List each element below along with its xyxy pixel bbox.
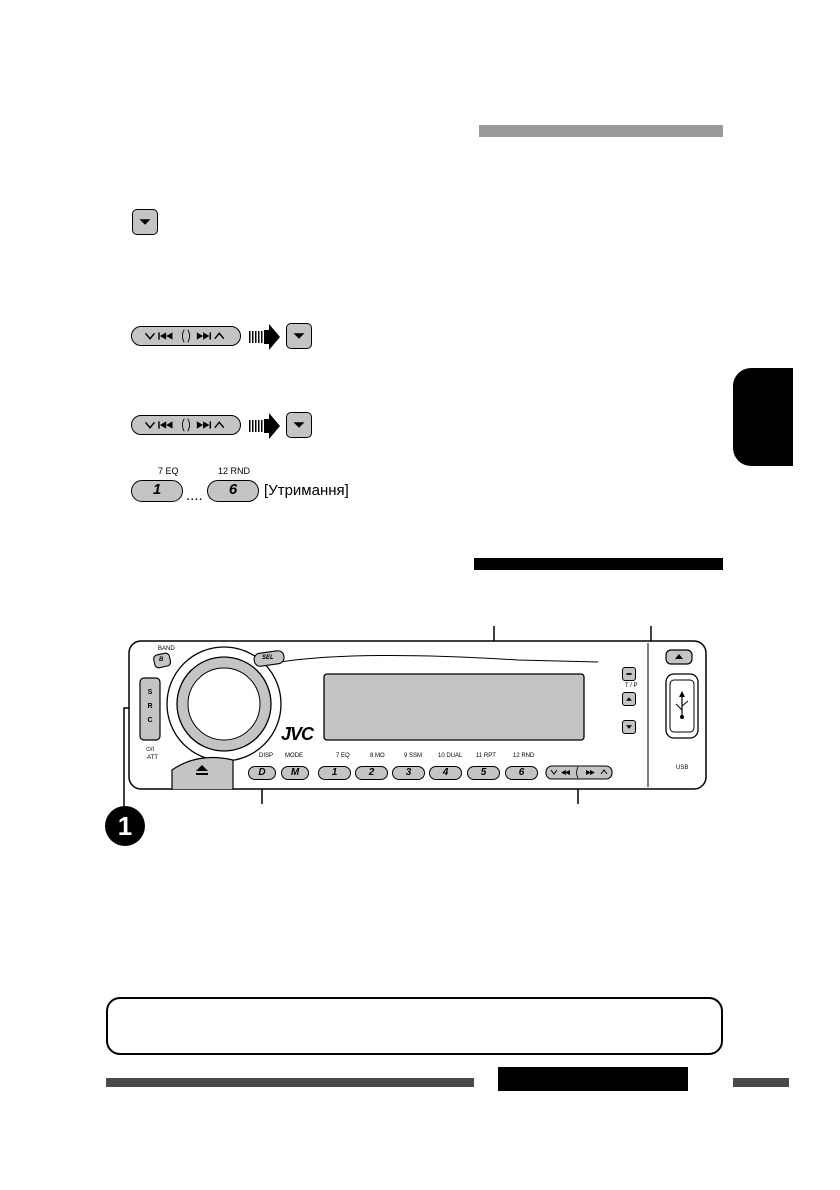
preset-1-button[interactable]: 1 [131, 480, 183, 502]
triangle-down-icon [139, 219, 151, 225]
preset-4-button[interactable]: 4 [429, 766, 462, 780]
tp-label: T / P [625, 683, 638, 689]
triangle-down-icon [626, 725, 632, 729]
note-box [106, 997, 723, 1055]
tp-button[interactable] [622, 667, 636, 681]
power-label: ⏻/I [146, 747, 155, 753]
skip-track-button[interactable] [131, 415, 241, 435]
skip-prev-next-icon [144, 418, 225, 432]
usb-icon [675, 691, 689, 719]
src-button[interactable]: S R C [147, 689, 153, 724]
band-button[interactable]: B [159, 657, 164, 663]
callout-number: 1 [105, 806, 145, 846]
att-label: ATT [147, 755, 158, 761]
skip-track-button[interactable] [131, 326, 241, 346]
preset-1-label: 7 EQ [158, 466, 179, 476]
car-stereo-panel: BAND B SEL S R C ⏻/I ATT JVC T / P USB D… [128, 640, 708, 790]
preset-5-label: 11 RPT [476, 753, 496, 759]
disp-button[interactable]: D [248, 766, 276, 780]
hold-instruction: [Утримання] [264, 482, 349, 499]
preset-3-label: 9 SSM [404, 753, 423, 759]
preset-1-button[interactable]: 1 [318, 766, 351, 780]
preset-1-label: 7 EQ [336, 753, 350, 759]
sel-button[interactable]: SEL [262, 655, 274, 661]
preset-2-button[interactable]: 2 [355, 766, 388, 780]
section-header-bar-dark [474, 558, 723, 570]
triangle-down-icon [293, 333, 305, 339]
panel-outline [128, 640, 707, 790]
disp-label: DISP [259, 753, 274, 759]
preset-6-button[interactable]: 6 [207, 480, 259, 502]
section-header-bar [479, 125, 723, 137]
preset-5-button[interactable]: 5 [467, 766, 500, 780]
up-button[interactable] [622, 692, 636, 706]
brand-logo: JVC [281, 724, 314, 744]
then-arrow-icon [249, 413, 280, 439]
down-arrow-button[interactable] [286, 412, 312, 438]
usb-label: USB [676, 765, 689, 771]
minus-icon [626, 673, 632, 675]
skip-prev-next-icon [144, 329, 225, 343]
footer-bar-right [733, 1078, 789, 1087]
preset-6-label: 12 RND [513, 753, 535, 759]
language-tab [733, 368, 793, 466]
down-arrow-button[interactable] [132, 209, 158, 235]
preset-2-label: 8 MO [370, 753, 385, 759]
preset-6-label: 12 RND [218, 466, 251, 476]
triangle-up-icon [626, 697, 632, 701]
down-arrow-button[interactable] [286, 323, 312, 349]
triangle-down-icon [293, 422, 305, 428]
mode-label: MODE [285, 753, 303, 759]
then-arrow-icon [249, 324, 280, 350]
footer-bar-center [498, 1067, 688, 1091]
mode-button[interactable]: M [281, 766, 309, 780]
ellipsis: .... [186, 487, 203, 504]
footer-bar-left [106, 1078, 474, 1087]
preset-3-button[interactable]: 3 [392, 766, 425, 780]
preset-4-label: 10 DUAL [438, 753, 463, 759]
preset-6-button[interactable]: 6 [505, 766, 538, 780]
band-label: BAND [158, 646, 175, 652]
down-button[interactable] [622, 720, 636, 734]
